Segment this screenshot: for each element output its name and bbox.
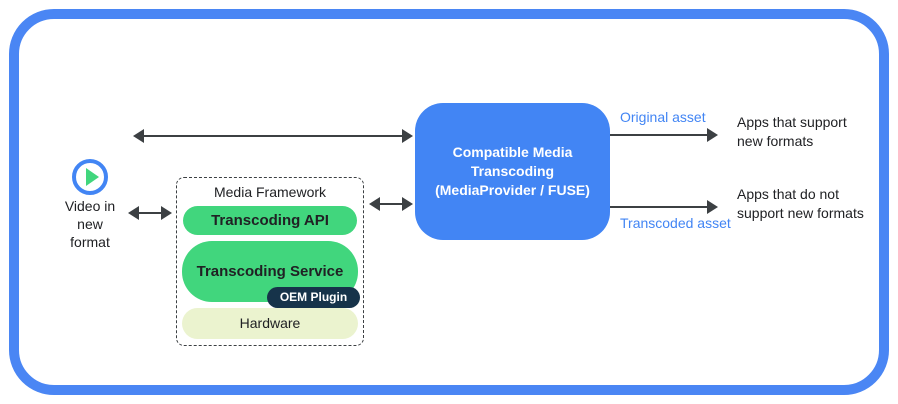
- arrow-video-to-framework: [128, 206, 172, 220]
- transcoding-api-layer: Transcoding API: [183, 206, 357, 235]
- diagram-rounded-border: [9, 9, 889, 395]
- transcoded-asset-label: Transcoded asset: [620, 215, 731, 231]
- compatible-media-transcoding-box: Compatible Media Transcoding (MediaProvi…: [415, 103, 610, 240]
- original-asset-label: Original asset: [620, 109, 706, 125]
- transcoding-box-label: Compatible Media Transcoding (MediaProvi…: [435, 144, 590, 198]
- arrow-transcoded-asset: [608, 200, 718, 214]
- video-source-label: Video in new format: [64, 198, 116, 250]
- apps-not-support-new-formats-label: Apps that do not support new formats: [737, 186, 864, 221]
- media-framework-title: Media Framework: [213, 184, 327, 200]
- arrow-video-to-transcoding: [133, 129, 413, 143]
- play-circle-icon: [72, 159, 108, 195]
- play-triangle-icon: [86, 168, 99, 186]
- arrow-framework-to-transcoding: [369, 197, 413, 211]
- apps-support-new-formats-label: Apps that support new formats: [737, 114, 847, 149]
- oem-plugin-badge: OEM Plugin: [267, 287, 360, 308]
- arrow-original-asset: [608, 128, 718, 142]
- hardware-layer: Hardware: [182, 308, 358, 339]
- media-framework-box: Media Framework Transcoding API Transcod…: [176, 177, 364, 346]
